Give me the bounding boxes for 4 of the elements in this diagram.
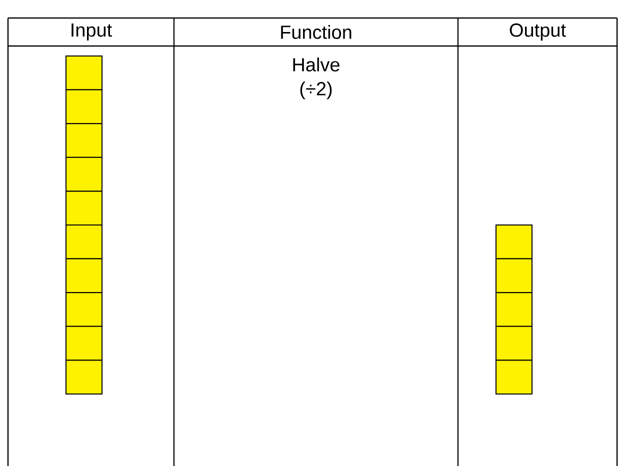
column-header: Input	[72, 24, 112, 40]
column-header: Output	[510, 23, 566, 41]
function-text: Halve (÷2)	[293, 58, 340, 100]
column-header: Function	[281, 25, 352, 39]
